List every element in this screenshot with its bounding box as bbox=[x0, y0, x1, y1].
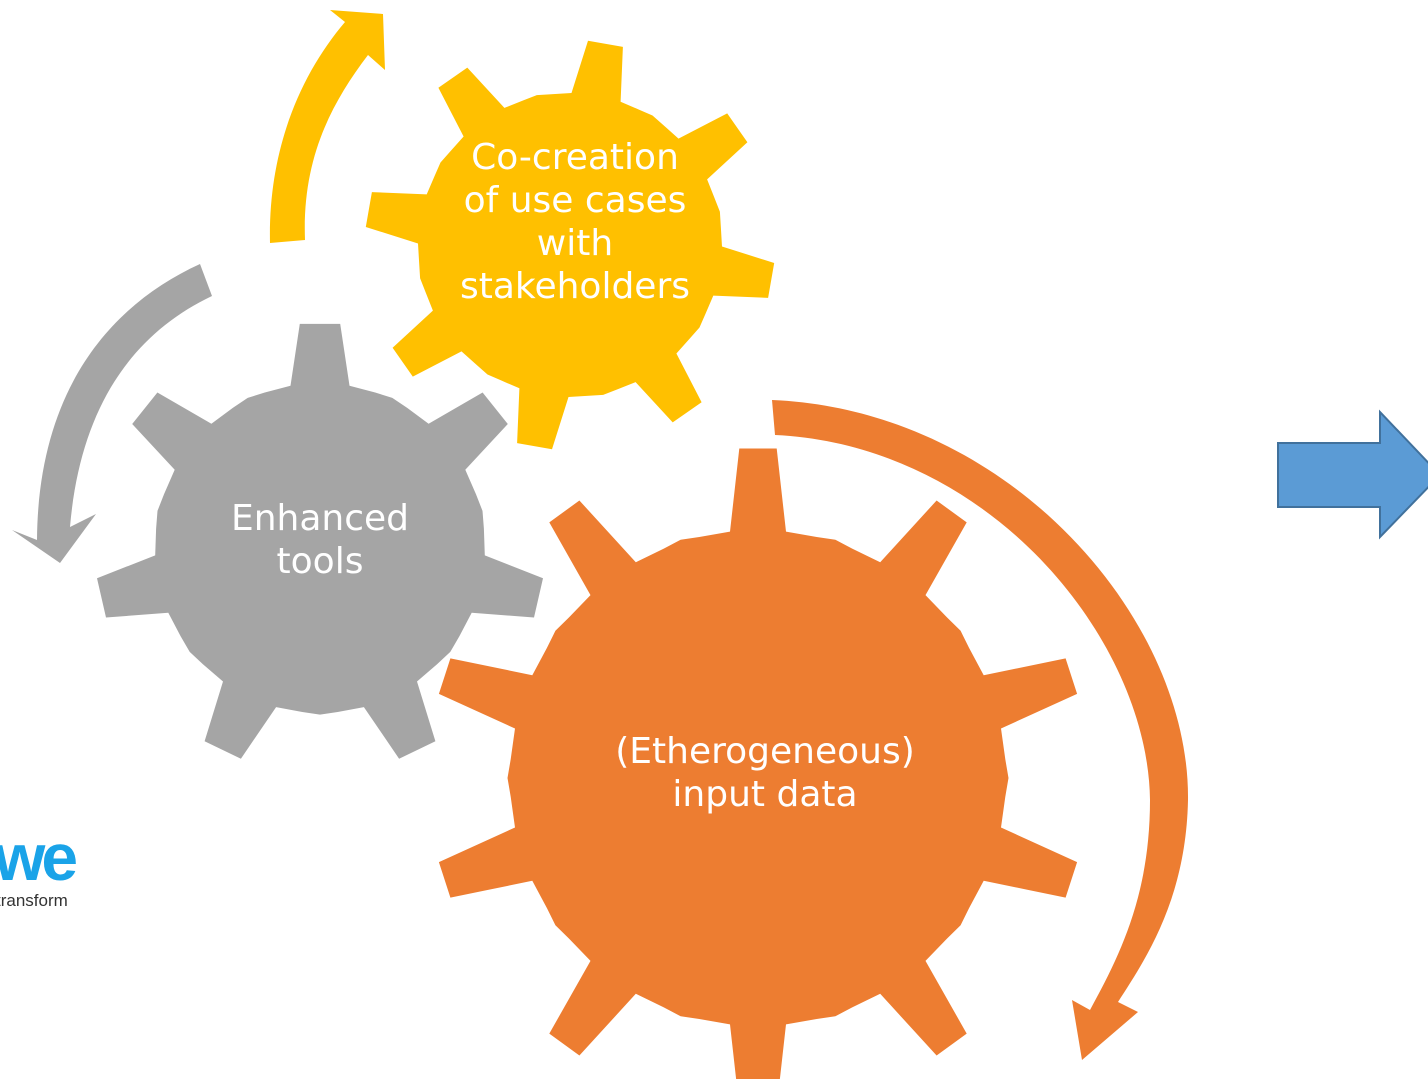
next-step-arrow bbox=[1277, 409, 1428, 540]
gear-label-line: input data bbox=[672, 774, 858, 815]
gear-label-line: (Etherogeneous) bbox=[615, 731, 915, 772]
cycle-arrow-orange bbox=[772, 400, 1189, 1060]
gear-gray bbox=[97, 323, 543, 759]
gear-label-tools: Enhanced tools bbox=[185, 497, 455, 583]
cycle-arrow-gray bbox=[12, 264, 212, 563]
gear-orange bbox=[438, 448, 1078, 1079]
logo-text: transform bbox=[0, 891, 68, 910]
logo: we transform bbox=[0, 838, 100, 918]
gear-label-line: stakeholders bbox=[459, 266, 691, 307]
cycle-arrow-yellow bbox=[269, 10, 385, 243]
gear-yellow bbox=[365, 40, 775, 450]
gear-label-line: of use cases bbox=[463, 180, 687, 221]
gear-label-line: with bbox=[536, 223, 614, 264]
gear-label-line: Enhanced bbox=[230, 498, 410, 539]
gear-label-line: tools bbox=[276, 541, 364, 582]
gear-label-cocreation: Co-creation of use cases with stakeholde… bbox=[440, 136, 710, 308]
logo-mark: we bbox=[0, 838, 78, 894]
gear-label-input-data: (Etherogeneous) input data bbox=[600, 730, 930, 816]
gear-label-line: Co-creation bbox=[471, 137, 679, 178]
